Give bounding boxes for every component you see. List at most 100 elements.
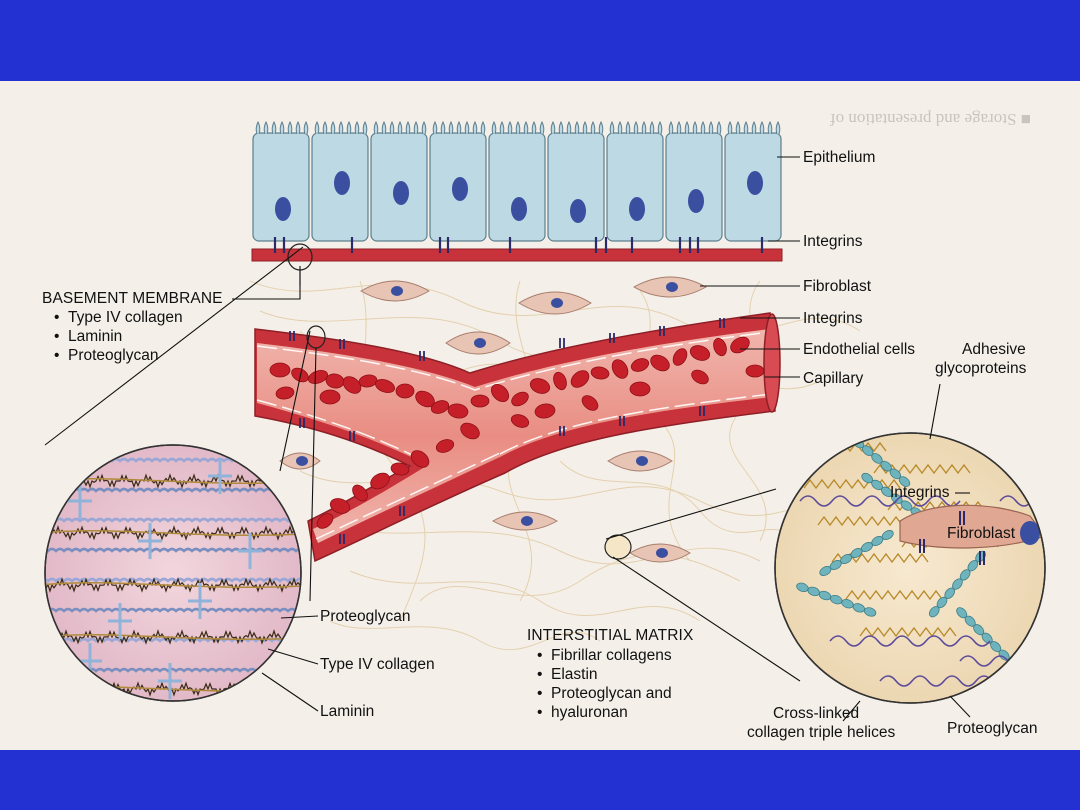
type-iv-collagen [45, 607, 301, 613]
fibroblast-cell [445, 331, 511, 355]
basement-membrane-title: BASEMENT MEMBRANE [42, 290, 223, 307]
fibroblast-cell [360, 280, 430, 302]
red-blood-cell [630, 358, 650, 372]
epithelial-cell [370, 120, 428, 242]
proteoglycan-fiber [817, 515, 915, 527]
nucleus [393, 181, 409, 205]
nucleus [275, 197, 291, 221]
red-blood-cell [713, 337, 727, 357]
bm-item: Type IV collagen [54, 308, 183, 327]
red-blood-cell [691, 369, 709, 385]
red-blood-cell [570, 370, 590, 388]
epithelial-cell [724, 120, 782, 242]
bm-item: Proteoglycan [54, 346, 183, 365]
basement-membrane-strip [251, 248, 783, 262]
capillary-vessel [254, 312, 781, 563]
label-laminin: Laminin [320, 703, 375, 720]
red-blood-cell [650, 354, 670, 372]
label-integrins-inset: Integrins [890, 484, 950, 501]
basement-membrane-inset [44, 444, 302, 702]
fibroblast-cell [632, 276, 708, 298]
label-crosslinked-1: Cross-linked [773, 705, 860, 722]
bm-item: Laminin [54, 327, 183, 346]
red-blood-cell [611, 359, 629, 379]
label-endothelial-cells: Endothelial cells [803, 341, 916, 358]
laminin [138, 523, 162, 559]
proteoglycan-fiber [845, 589, 943, 601]
red-blood-cell [629, 381, 651, 397]
im-item: hyaluronan [537, 703, 672, 722]
red-blood-cell [447, 403, 469, 419]
epithelium-layer [252, 120, 782, 242]
red-blood-cell [534, 403, 556, 419]
interstitial-matrix-inset [774, 432, 1046, 704]
fibroblasts [279, 276, 708, 563]
red-blood-cell [390, 462, 410, 476]
epithelial-cell [311, 120, 369, 242]
epithelial-cell [606, 120, 664, 242]
fibroblast-cell [279, 452, 321, 470]
red-blood-cell [529, 378, 551, 394]
red-blood-cell [342, 376, 362, 394]
im-item: Elastin [537, 665, 672, 684]
red-blood-cell [470, 394, 490, 408]
red-blood-cell [269, 362, 291, 378]
label-fibroblast: Fibroblast [803, 278, 872, 295]
red-blood-cell [319, 389, 341, 405]
red-blood-cell [745, 364, 765, 378]
fibroblast-cell [629, 543, 691, 563]
nucleus [511, 197, 527, 221]
top-band [0, 0, 1080, 81]
label-adhesive-2: glycoproteins [935, 360, 1027, 377]
label-type-iv-collagen: Type IV collagen [320, 656, 435, 673]
label-fibroblast-inset: Fibroblast [947, 525, 1016, 542]
nucleus [747, 171, 763, 195]
red-blood-cell [590, 366, 610, 380]
red-blood-cell [553, 371, 567, 391]
laminin [208, 458, 232, 494]
red-blood-cell [358, 374, 378, 388]
figure-panel: ■ Storage and presentation of [0, 81, 1080, 750]
laminin [108, 603, 132, 639]
red-blood-cell [329, 498, 351, 514]
nucleus [629, 197, 645, 221]
label-integrins-top: Integrins [803, 233, 863, 250]
nucleus [452, 177, 468, 201]
epithelial-cell [252, 120, 310, 242]
type-iv-collagen [45, 547, 301, 553]
red-blood-cell [490, 383, 510, 403]
epithelial-cell [488, 120, 546, 242]
red-blood-cell [460, 422, 480, 440]
red-blood-cell [510, 414, 530, 428]
red-blood-cell [291, 367, 309, 383]
im-item: Fibrillar collagens [537, 646, 672, 665]
red-blood-cell [370, 472, 390, 490]
epithelial-cell [547, 120, 605, 242]
basement-membrane-list: Type IV collagen Laminin Proteoglycan [54, 308, 183, 365]
bottom-band [0, 750, 1080, 810]
nucleus [688, 189, 704, 213]
laminin [158, 663, 182, 699]
label-epithelium: Epithelium [803, 149, 876, 166]
red-blood-cell [316, 513, 334, 529]
red-blood-cell [689, 345, 711, 361]
leader-lines [44, 156, 971, 722]
red-blood-cell [374, 379, 396, 393]
collagen-triple-helix [796, 582, 877, 617]
nucleus [334, 171, 350, 195]
type-iv-collagen [45, 577, 301, 583]
label-capillary: Capillary [803, 370, 864, 387]
red-blood-cell [430, 400, 450, 414]
label-integrins-mid: Integrins [803, 310, 863, 327]
laminin [238, 533, 262, 569]
fibroblast-cell [491, 511, 559, 531]
collagen-triple-helix [819, 530, 894, 576]
proteoglycan-fiber [859, 626, 957, 638]
type-iv-collagen [45, 637, 301, 643]
red-blood-cell [410, 450, 430, 468]
fibroblast-cell [607, 450, 673, 472]
integrins-row [273, 237, 764, 253]
laminin [188, 583, 212, 619]
red-blood-cell [275, 386, 295, 400]
red-blood-cell [395, 383, 415, 399]
